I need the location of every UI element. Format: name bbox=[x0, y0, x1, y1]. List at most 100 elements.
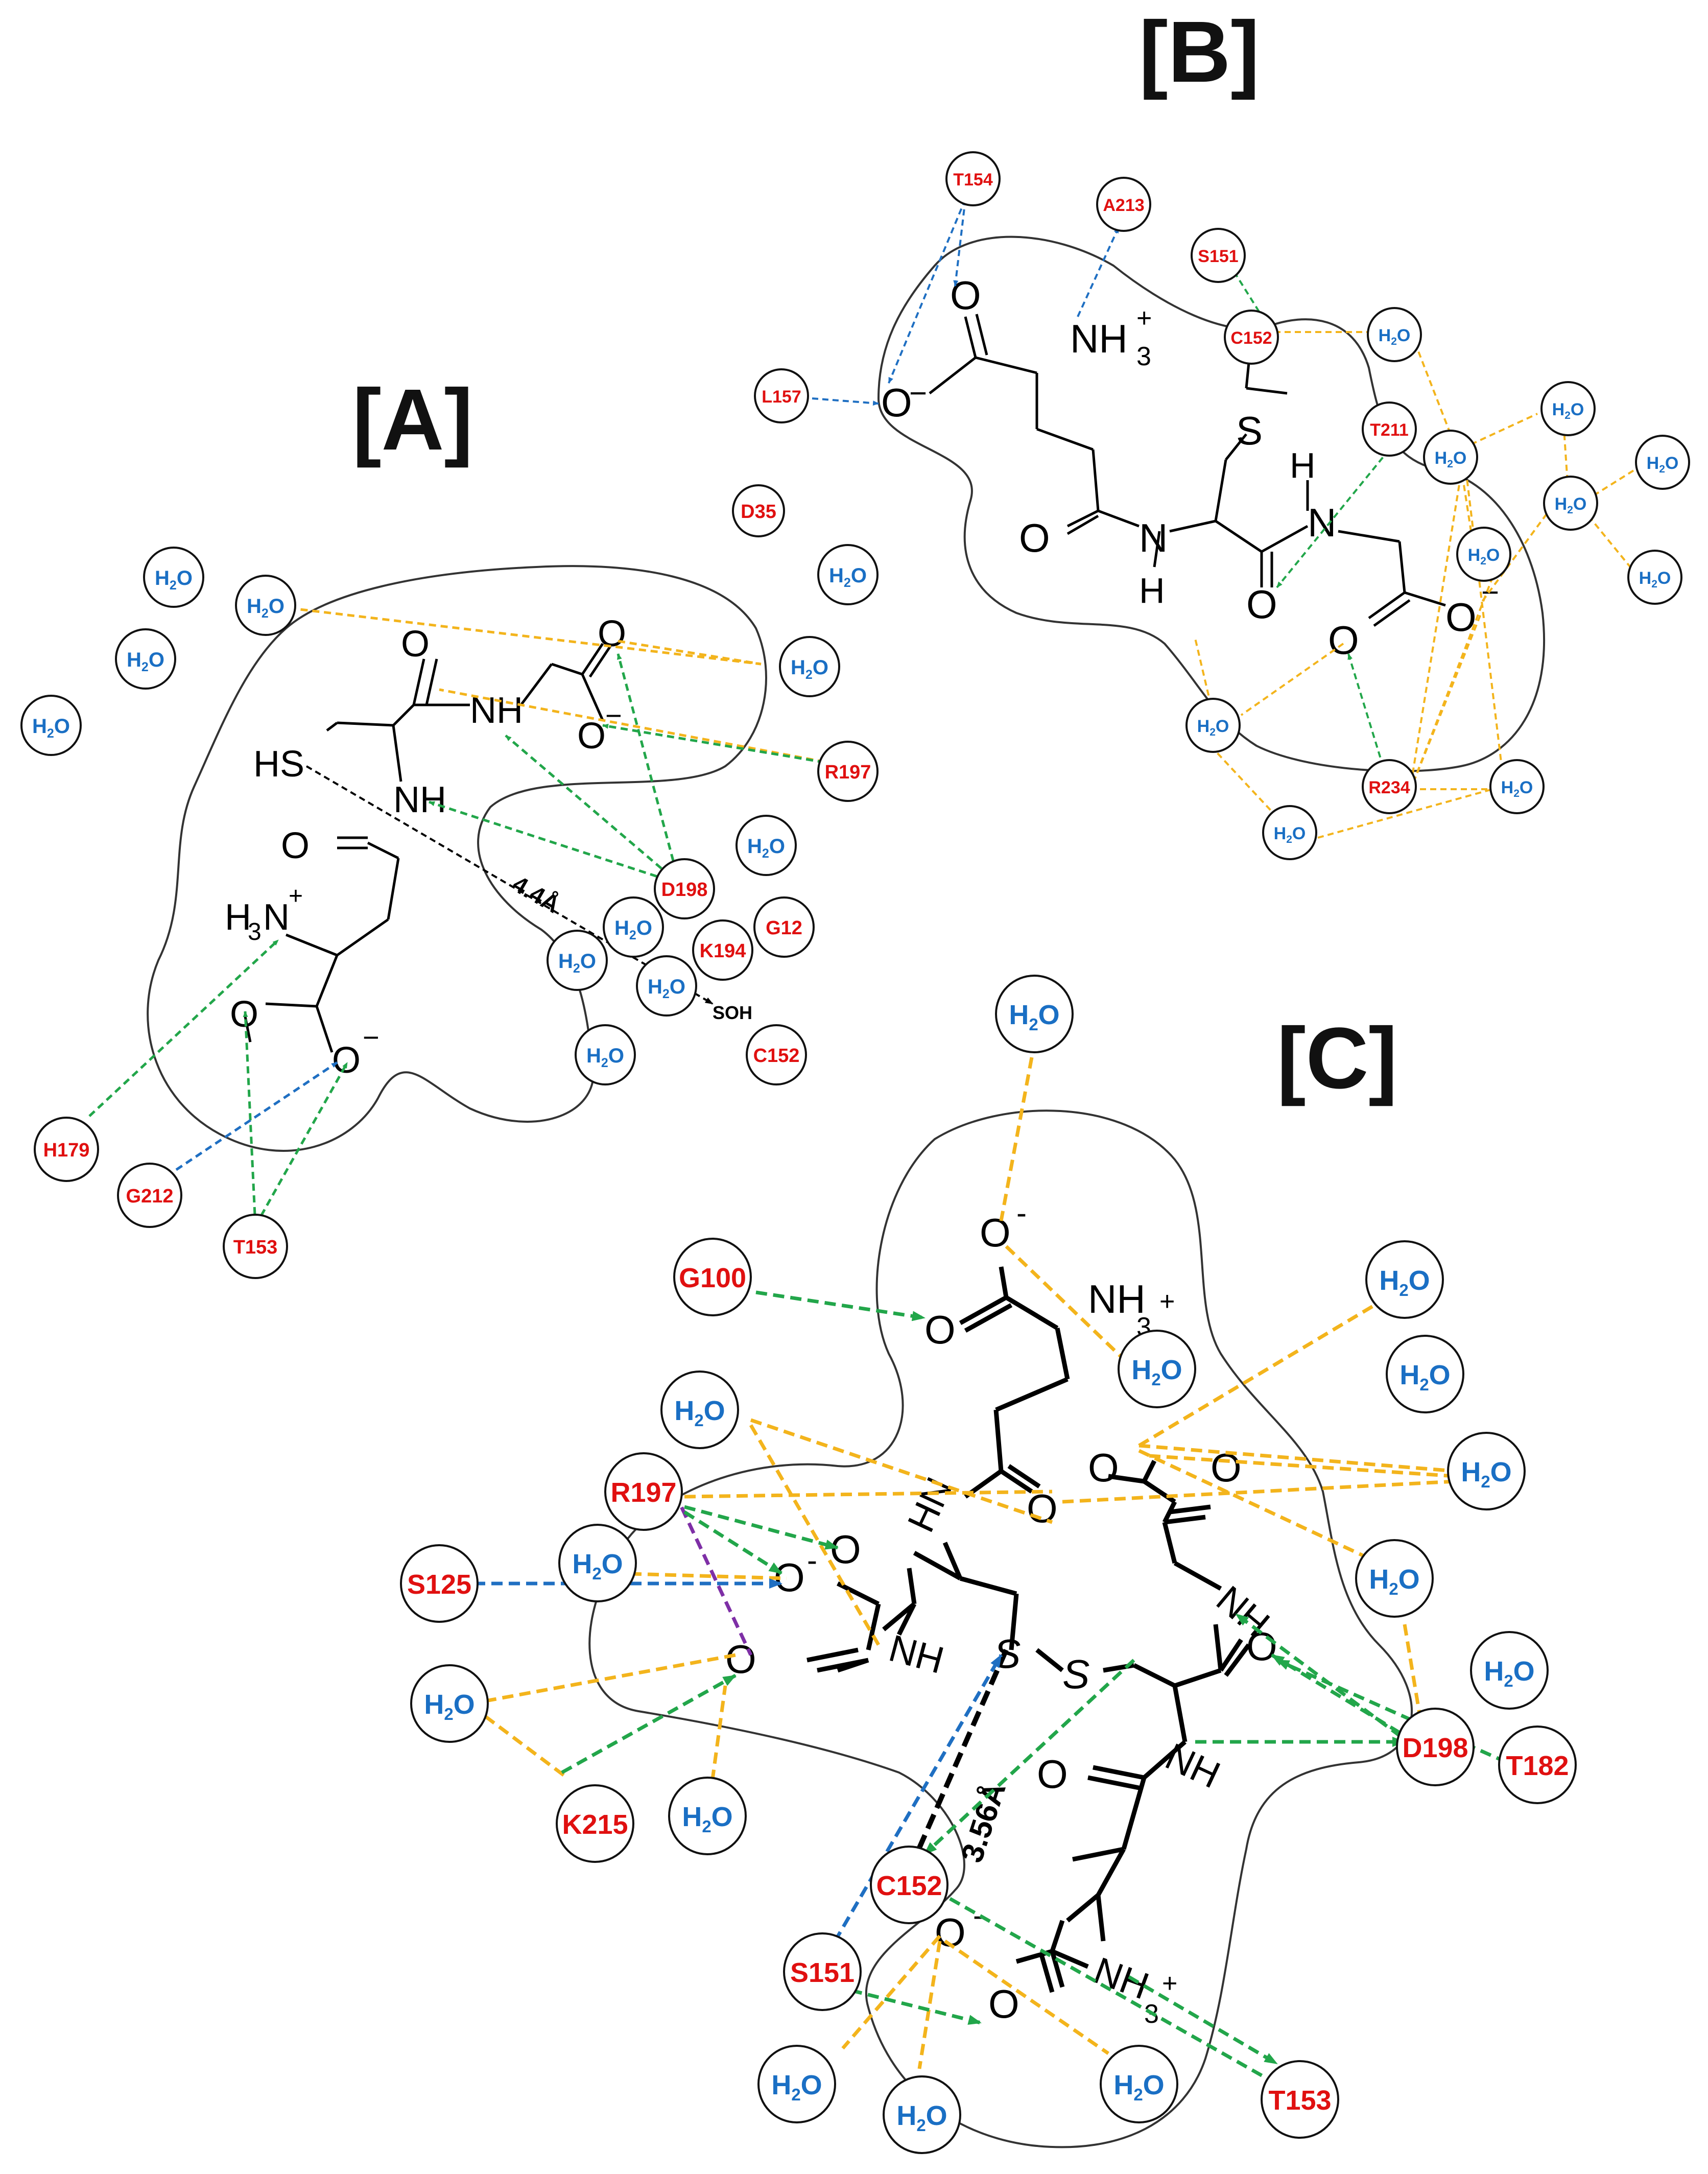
c-atom-o-bottom-amide: O bbox=[1037, 1752, 1068, 1797]
a-atom-o-amide: O bbox=[281, 825, 310, 866]
b-residue-s151: S151 bbox=[1191, 228, 1246, 283]
c-atom-nh3-top-plus: + bbox=[1159, 1287, 1175, 1316]
svg-text:H2O: H2O bbox=[1484, 1656, 1534, 1690]
svg-text:H2O: H2O bbox=[682, 1802, 732, 1836]
a-atom-minus-bottom: − bbox=[363, 1021, 379, 1053]
svg-text:T153: T153 bbox=[1268, 2085, 1331, 2116]
panel-b-ligand-bonds bbox=[929, 314, 1446, 627]
svg-text:R234: R234 bbox=[1368, 778, 1410, 797]
svg-text:K215: K215 bbox=[562, 1809, 628, 1840]
a-residue-h179: H179 bbox=[34, 1117, 99, 1182]
b-water-5: H2O bbox=[1543, 476, 1598, 531]
c-water-12: H2O bbox=[757, 2045, 836, 2123]
c-atom-o-left: O bbox=[725, 1637, 756, 1682]
b-atom-h-top: H bbox=[1290, 445, 1316, 485]
svg-text:H2O: H2O bbox=[791, 656, 828, 682]
b-atom-o-left: O bbox=[1019, 515, 1050, 560]
svg-text:T154: T154 bbox=[953, 170, 993, 190]
a-atom-o-minus-top: O bbox=[577, 716, 606, 757]
svg-text:H2O: H2O bbox=[1379, 326, 1411, 347]
svg-text:R197: R197 bbox=[825, 762, 871, 783]
panel-a-residues: D35 R197 D198 G12 K194 C152 H179 G212 T1… bbox=[34, 484, 879, 1279]
panel-b-title: [B] bbox=[1139, 4, 1260, 101]
b-water-4: H2O bbox=[1635, 435, 1690, 490]
panel-a-ligand-bonds bbox=[244, 643, 612, 1053]
c-water-10: H2O bbox=[410, 1664, 489, 1743]
c-atom-nh-left: NH bbox=[885, 1626, 948, 1682]
svg-text:H2O: H2O bbox=[1501, 778, 1533, 799]
c-atom-nh3-bottom-plus: + bbox=[1162, 1969, 1177, 1998]
a-residue-d198: D198 bbox=[654, 858, 715, 919]
c-atom-o-top: O bbox=[924, 1307, 956, 1352]
svg-text:H2O: H2O bbox=[1009, 1000, 1059, 1034]
svg-text:G12: G12 bbox=[766, 917, 802, 939]
c-water-11: H2O bbox=[668, 1777, 747, 1855]
svg-text:H2O: H2O bbox=[829, 564, 867, 590]
a-residue-c152: C152 bbox=[746, 1024, 807, 1085]
svg-text:C152: C152 bbox=[876, 1871, 942, 1901]
svg-text:S151: S151 bbox=[1198, 247, 1238, 266]
c-atom-nh3-top: NH bbox=[1088, 1277, 1146, 1321]
c-residue-t153: T153 bbox=[1261, 2060, 1339, 2139]
b-atom-o-minus-right: O bbox=[1445, 595, 1477, 640]
c-water-7: H2O bbox=[558, 1524, 637, 1602]
b-atom-nh3-plus: + bbox=[1136, 303, 1152, 333]
b-atom-o-right: O bbox=[1328, 618, 1359, 663]
svg-text:T182: T182 bbox=[1506, 1751, 1569, 1781]
a-water-10: H2O bbox=[636, 955, 697, 1017]
c-residue-c152: C152 bbox=[870, 1846, 948, 1924]
svg-text:S151: S151 bbox=[790, 1957, 855, 1988]
b-atom-o-mid: O bbox=[1246, 582, 1277, 627]
panel-b-waters: H2O H2O H2O H2O H2O H2O H2O H2O H2O H2O bbox=[1185, 307, 1690, 860]
a-water-4: H2O bbox=[20, 695, 82, 756]
c-distance-line bbox=[912, 1648, 1009, 1861]
b-residue-a213: A213 bbox=[1096, 177, 1151, 232]
svg-text:H2O: H2O bbox=[424, 1689, 475, 1723]
svg-text:H2O: H2O bbox=[586, 1045, 624, 1070]
svg-text:H2O: H2O bbox=[1369, 1564, 1419, 1598]
svg-text:H2O: H2O bbox=[247, 595, 284, 621]
svg-text:G100: G100 bbox=[679, 1263, 746, 1293]
svg-text:R197: R197 bbox=[610, 1477, 676, 1508]
b-water-1: H2O bbox=[1367, 307, 1422, 362]
c-water-2: H2O bbox=[1365, 1240, 1444, 1319]
c-atom-o-bottom: O bbox=[988, 1981, 1019, 2026]
b-atom-h-mid: H bbox=[1139, 571, 1165, 610]
a-atom-o-top: O bbox=[401, 624, 430, 665]
b-atom-n-right: N bbox=[1308, 500, 1336, 545]
c-residue-k215: K215 bbox=[556, 1784, 634, 1863]
a-water-11: H2O bbox=[575, 1024, 636, 1085]
svg-text:K194: K194 bbox=[700, 940, 746, 962]
c-atom-hn: HN bbox=[899, 1471, 960, 1539]
b-atom-o-minus: O bbox=[881, 380, 912, 425]
a-atom-soh: SOH bbox=[713, 1002, 752, 1023]
a-water-9: H2O bbox=[547, 930, 608, 991]
a-residue-g12: G12 bbox=[753, 896, 815, 958]
c-residue-s151: S151 bbox=[783, 1932, 862, 2011]
svg-text:H2O: H2O bbox=[1274, 824, 1306, 845]
c-atom-o-right3: O bbox=[1246, 1624, 1277, 1669]
svg-text:H2O: H2O bbox=[896, 2100, 947, 2135]
panel-c-ligand-bonds bbox=[806, 1266, 1251, 1993]
a-atom-h3n-n: N bbox=[263, 897, 290, 938]
a-atom-h3n-h: H bbox=[225, 897, 251, 938]
panel-a-interactions bbox=[88, 604, 848, 1227]
svg-text:H2O: H2O bbox=[1461, 1457, 1511, 1491]
panel-c-ligand-atoms: O - O NH 3 + HN O O O O O - O NH S S NH … bbox=[725, 1196, 1277, 2029]
b-water-6: H2O bbox=[1456, 527, 1511, 582]
c-water-6: H2O bbox=[1447, 1432, 1526, 1510]
svg-text:H2O: H2O bbox=[1399, 1360, 1450, 1394]
b-residue-t154: T154 bbox=[945, 151, 1001, 206]
b-atom-n-mid: N bbox=[1139, 515, 1168, 560]
a-atom-nh-top: NH bbox=[470, 690, 523, 731]
c-atom-minus-bottom: - bbox=[973, 1898, 983, 1932]
c-residue-r197: R197 bbox=[604, 1452, 683, 1531]
b-atom-nh3: NH bbox=[1070, 316, 1128, 361]
panel-c-title: [C] bbox=[1277, 1010, 1397, 1107]
svg-text:H2O: H2O bbox=[1435, 448, 1467, 470]
c-residue-t182: T182 bbox=[1498, 1726, 1577, 1804]
a-water-3: H2O bbox=[115, 628, 176, 690]
c-atom-minus-mid: - bbox=[807, 1543, 817, 1577]
b-atom-nh3-sub: 3 bbox=[1136, 342, 1151, 371]
